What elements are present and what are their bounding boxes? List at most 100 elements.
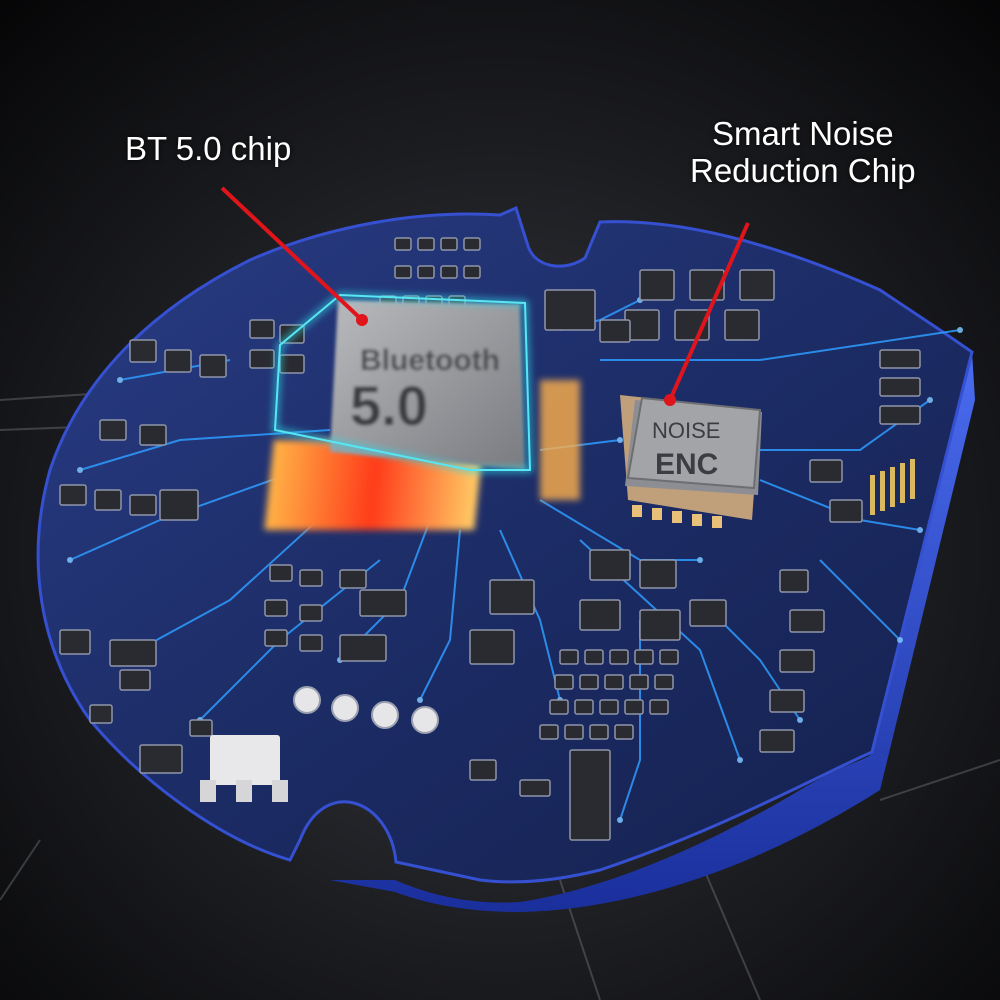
components [59,237,921,841]
smd-component-19 [599,319,631,343]
smd-component-22 [199,354,227,378]
noise-chip-label: Smart Noise Reduction Chip [690,115,916,190]
smd-component-61 [629,674,649,690]
bt-chip-pointer-line [220,186,364,322]
noise-chip-pointer-line [668,222,750,401]
smd-component-42 [359,589,407,617]
trace-1 [419,529,461,701]
smd-component-48 [589,549,631,581]
smd-component-46 [489,579,535,615]
smd-component-30 [94,489,122,511]
bt-5-chip: Bluetooth 5.0 [264,292,580,530]
via-5 [927,397,933,403]
via-12 [117,377,123,383]
smd-component-60 [604,674,624,690]
smd-component-50 [579,599,621,631]
noise-chip-line2: ENC [655,448,718,481]
smd-component-5 [417,265,435,279]
noise-chip-pointer-dot [664,394,676,406]
smd-component-72 [879,349,921,369]
smd-component-52 [689,599,727,627]
noise-chip-pins [632,505,722,528]
via-8 [77,467,83,473]
smd-component-7 [463,265,481,279]
smd-component-49 [639,559,677,589]
smd-component-75 [809,459,843,483]
smd-component-31 [129,494,157,516]
noise-chip-label-line1: Smart Noise [712,115,894,152]
smd-component-14 [739,269,775,301]
smd-component-70 [589,724,609,740]
smd-component-43 [264,629,288,647]
smd-component-29 [59,484,87,506]
smd-component-63 [549,699,569,715]
smd-component-59 [579,674,599,690]
smd-component-79 [779,649,815,673]
via-17 [897,637,903,643]
smd-component-45 [339,634,387,662]
bt-chip-label: BT 5.0 chip [125,130,292,167]
smd-component-77 [779,569,809,593]
smd-component-44 [299,634,323,652]
smd-component-3 [463,237,481,251]
trace-10 [119,499,341,661]
via-3 [697,557,703,563]
smd-component-33 [59,629,91,655]
smd-component-38 [299,569,323,587]
smd-component-20 [129,339,157,363]
smd-component-55 [609,649,629,665]
smd-component-27 [99,419,127,441]
noise-chip-label-line2: Reduction Chip [690,151,916,189]
trace-8 [79,429,331,471]
trace-7 [600,329,961,361]
smd-component-66 [624,699,644,715]
smd-component-34 [109,639,157,667]
smd-component-39 [339,569,367,589]
smd-component-40 [264,599,288,617]
smd-component-18 [544,289,596,331]
noise-chip-line1: NOISE [652,418,720,443]
via-1 [417,697,423,703]
smd-component-73 [879,377,921,397]
smd-component-82 [469,759,497,781]
via-13 [797,717,803,723]
smd-component-84 [569,749,611,841]
via-14 [617,817,623,823]
smd-component-35 [119,669,151,691]
smd-component-28 [139,424,167,446]
smd-component-85 [139,744,183,774]
smd-component-1 [417,237,435,251]
smd-component-58 [554,674,574,690]
voltage-regulator [200,735,288,802]
smd-component-86 [189,719,213,737]
smd-component-4 [394,265,412,279]
smd-component-23 [249,319,275,339]
connector-pin-2 [890,467,895,507]
smd-component-68 [539,724,559,740]
smd-component-37 [269,564,293,582]
smd-component-12 [639,269,675,301]
via-16 [737,757,743,763]
smd-component-56 [634,649,654,665]
via-7 [957,327,963,333]
smd-component-47 [469,629,515,665]
smd-component-83 [519,779,551,797]
trace-17 [819,559,901,641]
smd-component-80 [769,689,805,713]
smd-component-6 [440,265,458,279]
smd-component-81 [759,729,795,753]
smd-component-54 [584,649,604,665]
via-4 [617,437,623,443]
smd-component-64 [574,699,594,715]
smd-component-26 [279,354,305,374]
connector-pin-1 [880,471,885,511]
via-6 [917,527,923,533]
noise-reduction-chip: NOISE ENC [620,395,762,528]
bt-chip-brand-text: Bluetooth [360,344,500,377]
smd-component-78 [789,609,825,633]
smd-component-69 [564,724,584,740]
smd-component-76 [829,499,863,523]
smd-component-74 [879,405,921,425]
